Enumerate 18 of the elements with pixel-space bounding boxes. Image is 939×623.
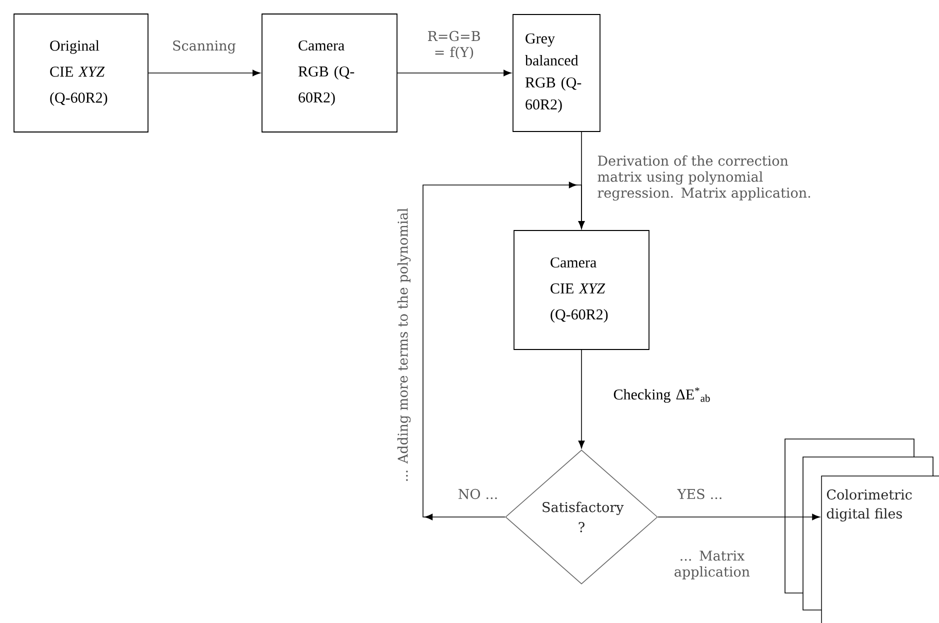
process-box: Camera CIE XYZ (Q-60R2) bbox=[514, 230, 650, 350]
arrow bbox=[658, 514, 820, 520]
edge-label: Derivation of the correction matrix using polynomial regression. Matrix application. bbox=[598, 155, 810, 201]
edge-label: YES ... bbox=[677, 488, 722, 500]
arrow bbox=[422, 182, 585, 520]
arrow bbox=[397, 70, 512, 76]
process-box: Original CIE XYZ (Q-60R2) bbox=[14, 14, 148, 132]
document-stack: Colorimetric digital files bbox=[784, 438, 939, 623]
annotation: ... Matrix application bbox=[674, 550, 750, 580]
edge-label: NO ... bbox=[458, 488, 497, 500]
arrow bbox=[148, 70, 260, 76]
arrow bbox=[578, 350, 585, 448]
edge-label: R=G=B = f(Y) bbox=[428, 30, 480, 60]
rotated-label: ... Adding more terms to the polynomial bbox=[397, 208, 411, 481]
process-box: Camera RGB (Q-60R2) bbox=[262, 14, 398, 132]
edge-label: Scanning bbox=[173, 40, 236, 54]
edge-label: Checking ΔE$^{*}$ab bbox=[614, 387, 710, 403]
process-box: Grey balanced RGB (Q-60R2) bbox=[512, 14, 600, 132]
